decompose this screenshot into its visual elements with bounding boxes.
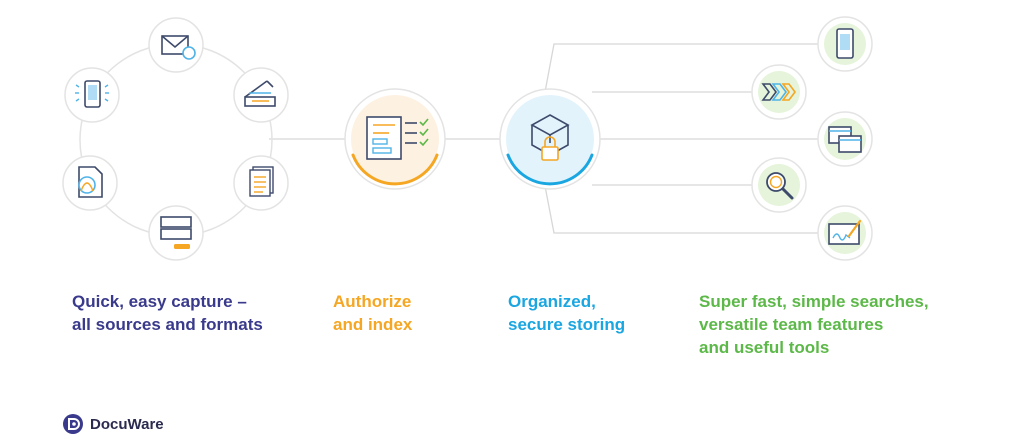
workflow-arrows-icon xyxy=(751,64,807,120)
search-caption-line1: Super fast, simple searches, xyxy=(699,292,929,311)
windows-icon xyxy=(817,111,873,167)
index-form-icon xyxy=(344,88,446,190)
index-caption: Authorize and index xyxy=(333,290,412,336)
capture-caption: Quick, easy capture – all sources and fo… xyxy=(72,290,263,336)
mobile-app-icon xyxy=(817,16,873,72)
scanner-icon xyxy=(233,67,289,123)
search-caption-line2: versatile team features xyxy=(699,315,884,334)
storage-tray-icon xyxy=(148,205,204,261)
pdf-file-icon xyxy=(62,155,118,211)
storing-caption-line2: secure storing xyxy=(508,315,626,334)
smartphone-icon xyxy=(64,67,120,123)
capture-caption-line2: all sources and formats xyxy=(72,315,263,334)
search-caption-line3: and useful tools xyxy=(699,338,830,357)
docuware-logo-icon xyxy=(63,414,83,434)
magnifier-icon xyxy=(751,157,807,213)
docuware-logo[interactable]: DocuWare xyxy=(62,413,164,435)
documents-icon xyxy=(233,155,289,211)
signature-icon xyxy=(817,205,873,261)
index-caption-line2: and index xyxy=(333,315,413,334)
connector-lines xyxy=(269,43,820,234)
logo-wordmark: DocuWare xyxy=(90,415,164,433)
index-caption-line1: Authorize xyxy=(333,292,412,311)
search-caption: Super fast, simple searches, versatile t… xyxy=(699,290,929,359)
envelope-icon xyxy=(148,17,204,73)
secure-cube-icon xyxy=(499,88,601,190)
storing-caption-line1: Organized, xyxy=(508,292,596,311)
capture-caption-line1: Quick, easy capture – xyxy=(72,292,247,311)
storing-caption: Organized, secure storing xyxy=(508,290,625,336)
